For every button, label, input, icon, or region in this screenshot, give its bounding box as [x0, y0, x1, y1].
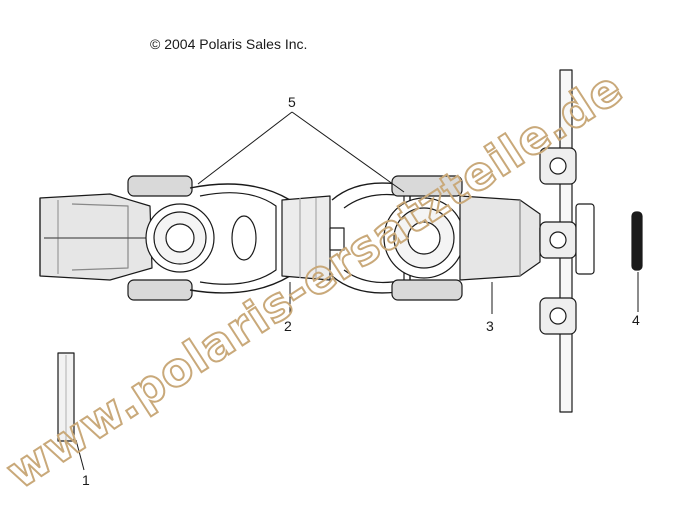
part-1-plate [57, 352, 75, 442]
leader-line-5b [291, 111, 405, 193]
callout-3: 3 [486, 318, 494, 334]
right-u-joint [331, 175, 465, 301]
callout-4: 4 [632, 312, 640, 328]
flange-plate [539, 69, 595, 413]
left-tube-end [39, 193, 153, 281]
leader-line-5a [197, 111, 293, 185]
leader-lines [75, 111, 639, 471]
part-4-pin [631, 211, 643, 271]
callout-1: 1 [82, 472, 90, 488]
callout-5: 5 [288, 94, 296, 110]
copyright-text: © 2004 Polaris Sales Inc. [150, 36, 308, 52]
leader-line-1 [75, 439, 85, 471]
left-u-joint [127, 175, 291, 301]
callout-2: 2 [284, 318, 292, 334]
part-2-shaft [281, 195, 345, 281]
